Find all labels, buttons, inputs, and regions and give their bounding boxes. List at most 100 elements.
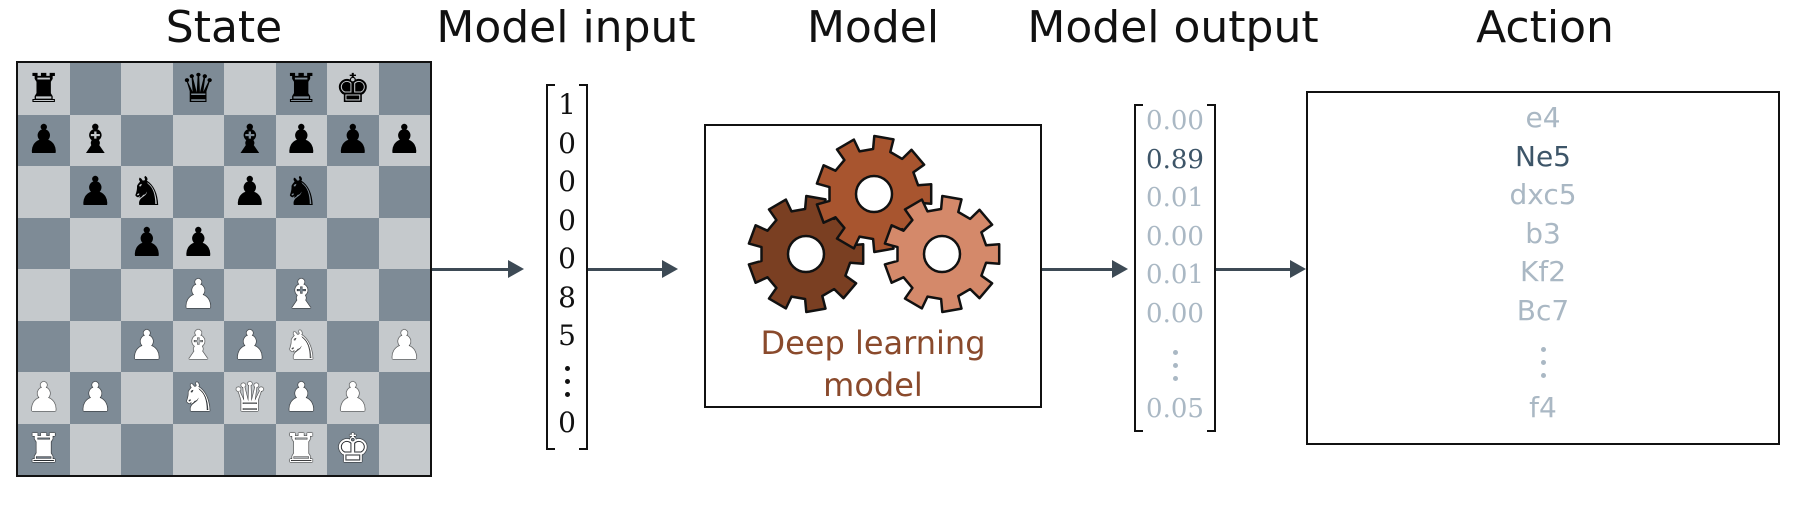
board-square	[121, 269, 173, 321]
board-square	[121, 372, 173, 424]
chess-board: ♜♛♜♚♟♝♝♟♟♟♟♞♟♞♟♟♟♝♟♝♟♞♟♟♟♞♛♟♟♜♜♚	[16, 61, 432, 477]
board-square: ♞	[172, 372, 224, 424]
white-pawn-icon: ♟	[25, 374, 62, 421]
white-rook-icon: ♜	[283, 426, 320, 473]
action-move: Bc7	[1516, 293, 1570, 327]
board-square: ♞	[121, 166, 173, 218]
action-move: b3	[1525, 216, 1561, 250]
model-output-value: 0.01	[1146, 260, 1204, 290]
title-action: Action	[1476, 2, 1614, 53]
board-square: ♛	[172, 63, 224, 115]
gear-right-icon	[883, 194, 1001, 314]
board-square	[18, 166, 70, 218]
board-square	[172, 423, 224, 475]
board-square	[18, 320, 70, 372]
board-square: ♟	[327, 114, 379, 166]
board-square	[224, 63, 276, 115]
white-pawn-icon: ♟	[283, 374, 320, 421]
black-pawn-icon: ♟	[128, 220, 165, 267]
board-square: ♞	[275, 320, 327, 372]
board-square: ♝	[224, 114, 276, 166]
board-square: ♟	[378, 320, 430, 372]
action-move: Kf2	[1519, 255, 1567, 288]
model-input-value-last: 0	[558, 406, 576, 439]
board-square	[69, 423, 121, 475]
arrow-output-to-action	[1214, 260, 1306, 278]
model-output-value: 0.00	[1146, 221, 1204, 252]
board-square: ♚	[327, 423, 379, 475]
black-pawn-icon: ♟	[180, 220, 217, 267]
model-input-value: 0	[558, 203, 576, 237]
board-square	[327, 269, 379, 321]
black-knight-icon: ♞	[283, 168, 320, 215]
white-pawn-icon: ♟	[334, 374, 371, 421]
ellipsis-icon	[564, 366, 570, 397]
board-square: ♝	[275, 269, 327, 321]
board-square: ♟	[224, 320, 276, 372]
action-move: Ne5	[1515, 139, 1571, 173]
white-queen-icon: ♛	[231, 374, 268, 421]
arrow-state-to-input	[432, 260, 524, 278]
arrow-input-to-model	[586, 260, 678, 278]
board-square	[327, 217, 379, 269]
white-bishop-icon: ♝	[180, 323, 217, 370]
board-square: ♝	[172, 320, 224, 372]
board-square: ♟	[224, 166, 276, 218]
white-knight-icon: ♞	[180, 374, 217, 421]
black-queen-icon: ♛	[180, 65, 217, 112]
board-square	[69, 320, 121, 372]
board-square	[18, 217, 70, 269]
board-square	[172, 166, 224, 218]
board-square	[327, 320, 379, 372]
board-square	[224, 269, 276, 321]
black-rook-icon: ♜	[283, 65, 320, 112]
gear-top-icon	[815, 134, 933, 254]
black-pawn-icon: ♟	[283, 117, 320, 164]
white-knight-icon: ♞	[283, 323, 320, 370]
title-state: State	[165, 2, 283, 53]
board-square: ♟	[172, 217, 224, 269]
board-square	[275, 217, 327, 269]
board-square: ♟	[121, 217, 173, 269]
board-square	[378, 372, 430, 424]
board-square	[18, 269, 70, 321]
board-square: ♟	[275, 372, 327, 424]
board-square	[121, 114, 173, 166]
black-pawn-icon: ♟	[386, 117, 423, 164]
white-pawn-icon: ♟	[128, 323, 165, 370]
black-rook-icon: ♜	[25, 65, 62, 112]
model-output-value: 0.00	[1146, 298, 1204, 329]
board-square: ♟	[172, 269, 224, 321]
white-pawn-icon: ♟	[77, 374, 114, 421]
model-box: Deep learning model	[704, 124, 1042, 408]
action-move: dxc5	[1509, 178, 1577, 211]
board-square	[172, 114, 224, 166]
black-bishop-icon: ♝	[77, 117, 114, 164]
board-square	[224, 423, 276, 475]
white-king-icon: ♚	[334, 426, 371, 473]
black-king-icon: ♚	[334, 65, 371, 112]
board-square	[378, 423, 430, 475]
model-label: Deep learning model	[706, 322, 1040, 406]
board-square	[121, 63, 173, 115]
board-square	[327, 166, 379, 218]
board-square	[378, 166, 430, 218]
black-pawn-icon: ♟	[231, 168, 268, 215]
board-square: ♛	[224, 372, 276, 424]
model-output-value: 0.00	[1146, 106, 1204, 136]
ellipsis-icon	[1540, 347, 1546, 378]
board-square	[378, 217, 430, 269]
board-square	[121, 423, 173, 475]
board-square	[224, 217, 276, 269]
board-square: ♜	[275, 63, 327, 115]
action-move: e4	[1525, 101, 1561, 134]
model-input-value: 0	[558, 126, 576, 160]
model-input-value: 1	[558, 88, 576, 121]
board-square: ♟	[121, 320, 173, 372]
board-square: ♟	[378, 114, 430, 166]
title-model-output: Model output	[1027, 2, 1319, 53]
black-bishop-icon: ♝	[231, 117, 268, 164]
board-square: ♟	[327, 372, 379, 424]
model-output-value: 0.89	[1146, 144, 1204, 175]
